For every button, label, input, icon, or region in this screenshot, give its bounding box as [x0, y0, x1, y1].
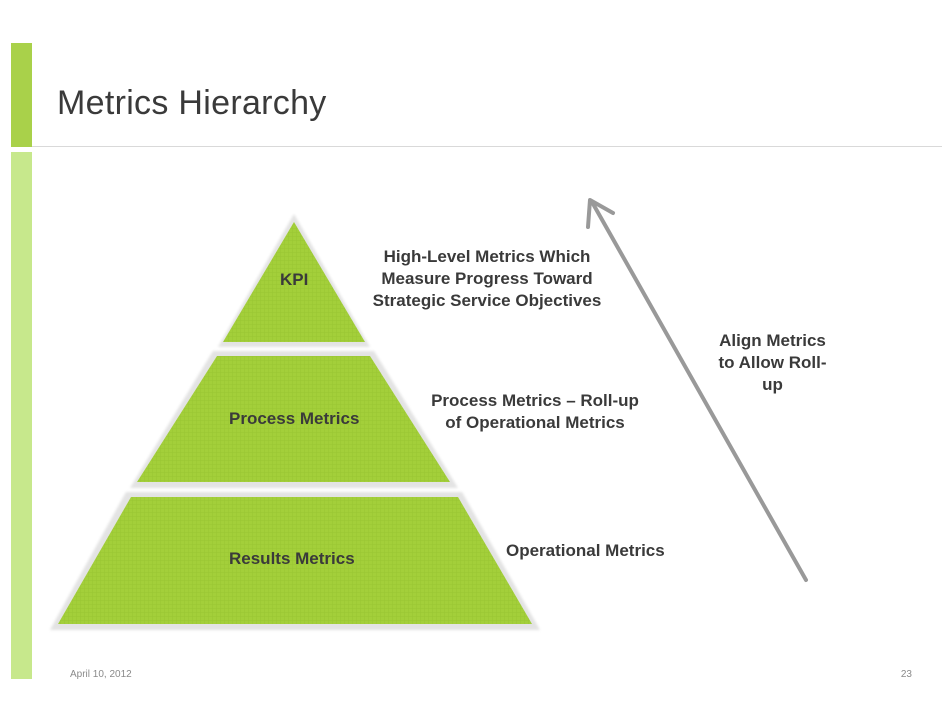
description-line: Process Metrics – Roll-up [431, 391, 639, 410]
tier-description-process: Process Metrics – Roll-up of Operational… [420, 390, 650, 434]
slide-title: Metrics Hierarchy [57, 84, 327, 122]
pyramid-tier-process [137, 356, 450, 482]
tier-description-kpi: High-Level Metrics Which Measure Progres… [362, 246, 612, 312]
arrow-label-line: to Allow Roll- [718, 353, 827, 372]
pyramid-tier-results [58, 497, 532, 624]
description-line: Operational Metrics [506, 541, 665, 560]
accent-bar-top [11, 43, 32, 147]
tier-label-kpi: KPI [280, 270, 309, 289]
roll-up-arrow-shaft [590, 200, 808, 582]
arrow-label-line: up [762, 375, 783, 394]
tier-label-results-metrics: Results Metrics [229, 549, 355, 568]
description-line: Strategic Service Objectives [372, 291, 602, 310]
description-line: High-Level Metrics Which [383, 247, 591, 266]
title-divider [32, 146, 942, 147]
footer-date: April 10, 2012 [70, 669, 132, 680]
description-line: Measure Progress Toward [381, 269, 593, 288]
pyramid-tier-kpi [223, 222, 365, 342]
tier-description-results: Operational Metrics [506, 540, 665, 562]
tier-label-process-metrics: Process Metrics [229, 409, 360, 428]
page-number: 23 [900, 669, 912, 680]
roll-up-arrow-head [586, 198, 615, 229]
arrow-label-line: Align Metrics [719, 331, 826, 350]
description-line: of Operational Metrics [445, 413, 625, 432]
arrow-label: Align Metrics to Allow Roll- up [710, 330, 835, 396]
accent-bar-rail [11, 152, 32, 679]
